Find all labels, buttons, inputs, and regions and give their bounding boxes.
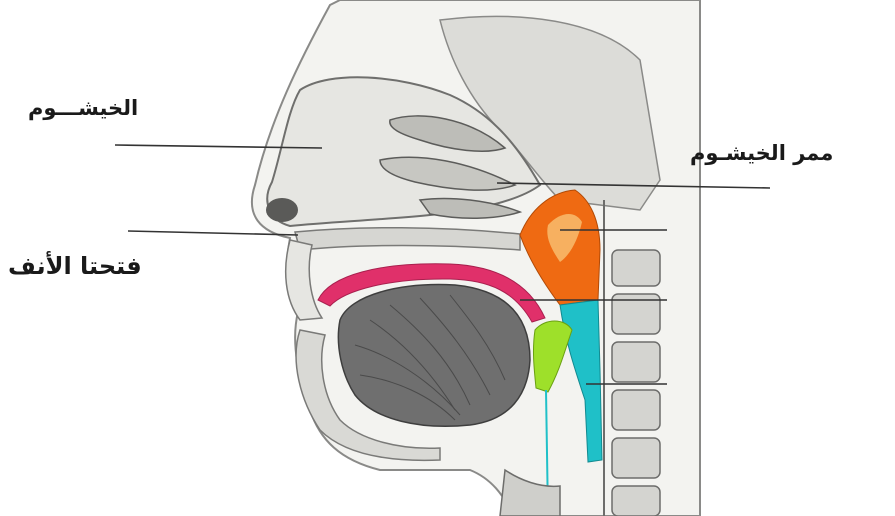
label-nasal-cavity: الخيشـــوم [28, 96, 138, 120]
tongue [338, 285, 530, 427]
label-nostrils: فتحتا الأنف [8, 252, 142, 280]
nostril-opening [266, 198, 298, 222]
label-nasopharynx: ممر الخيشـوم [690, 141, 833, 165]
